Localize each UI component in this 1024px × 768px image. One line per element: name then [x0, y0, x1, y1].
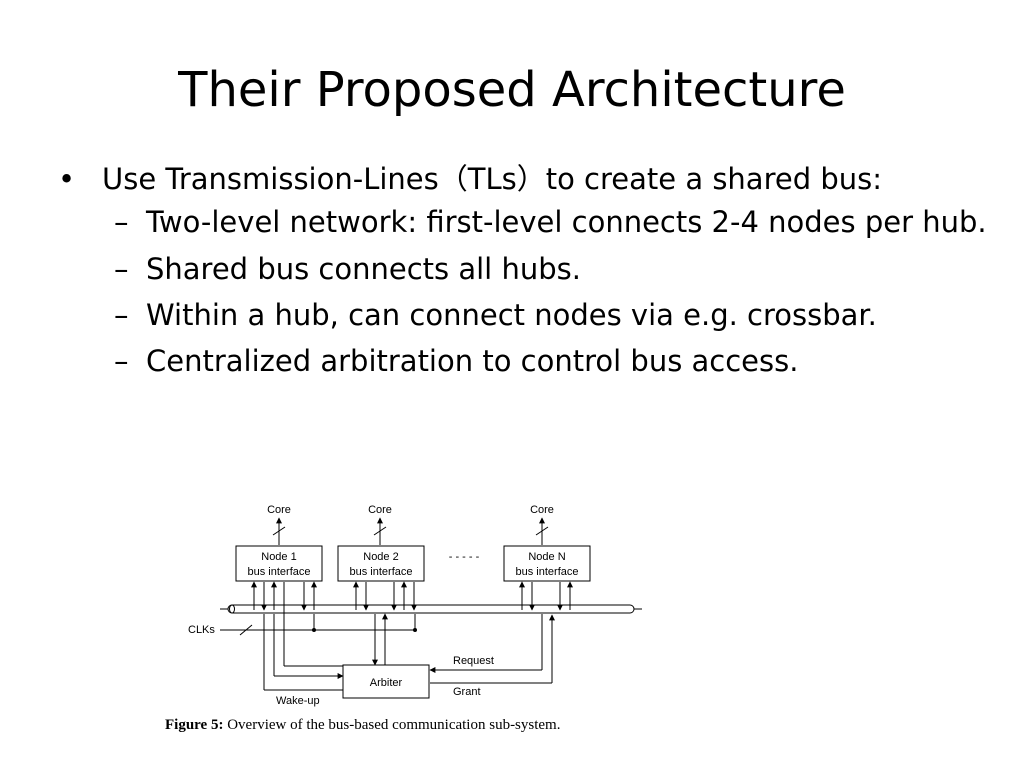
- sub-bullet: – Within a hub, can connect nodes via e.…: [114, 298, 998, 333]
- bullet-main-text: Use Transmission-Lines（TLs）to create a s…: [102, 162, 882, 196]
- figure-caption: Figure 5: Overview of the bus-based comm…: [165, 716, 665, 734]
- bullet-list: • Use Transmission-Lines（TLs）to create a…: [58, 162, 998, 392]
- sub-bullet-marker: –: [114, 251, 129, 286]
- grant-label: Grant: [453, 686, 481, 698]
- request-label: Request: [453, 655, 494, 667]
- core-slash-2: [373, 526, 387, 536]
- slide-title: Their Proposed Architecture: [178, 62, 846, 118]
- node-sublabel: bus interface: [350, 566, 413, 578]
- core-label: Core: [530, 504, 554, 516]
- clk-junction-dot: [413, 628, 417, 632]
- node-box-2: [337, 545, 425, 582]
- sub-bullet: – Shared bus connects all hubs.: [114, 251, 998, 286]
- node-ellipsis: - - - - -: [449, 551, 480, 563]
- node-box-1: [235, 545, 323, 582]
- sub-bullet-marker: –: [114, 205, 129, 240]
- arbiter-label: Arbiter: [370, 677, 403, 689]
- sub-bullet-marker: –: [114, 298, 129, 333]
- node-sublabel: bus interface: [248, 566, 311, 578]
- sub-bullet-list: – Two-level network: first-level connect…: [114, 205, 998, 379]
- shared-bus: [227, 604, 635, 614]
- sub-bullet-text: Two-level network: first-level connects …: [146, 205, 987, 240]
- sub-bullet-text: Within a hub, can connect nodes via e.g.…: [146, 298, 877, 333]
- core-label: Core: [368, 504, 392, 516]
- bus-architecture-figure: Core Core Core Node 1 bus interface Node…: [160, 498, 660, 760]
- node-label: Node 2: [363, 551, 398, 563]
- wakeup-label: Wake-up: [276, 695, 320, 707]
- arbiter-box: [342, 664, 430, 699]
- sub-bullet: – Two-level network: first-level connect…: [114, 205, 998, 240]
- sub-bullet-marker: –: [114, 344, 129, 379]
- bullet-marker: •: [58, 162, 76, 196]
- clk-junction-dot: [312, 628, 316, 632]
- node-label: Node N: [528, 551, 565, 563]
- caption-label: Figure 5:: [165, 717, 224, 733]
- caption-text: Overview of the bus-based communication …: [227, 717, 561, 733]
- node-sublabel: bus interface: [516, 566, 579, 578]
- clk-slash: [239, 624, 253, 636]
- clks-label: CLKs: [188, 624, 215, 636]
- bullet-main: • Use Transmission-Lines（TLs）to create a…: [58, 162, 998, 196]
- core-label: Core: [267, 504, 291, 516]
- sub-bullet-text: Centralized arbitration to control bus a…: [146, 344, 799, 379]
- core-slash-1: [272, 526, 286, 536]
- core-slash-n: [535, 526, 549, 536]
- sub-bullet: – Centralized arbitration to control bus…: [114, 344, 998, 379]
- sub-bullet-text: Shared bus connects all hubs.: [146, 251, 581, 286]
- node-box-n: [503, 545, 591, 582]
- node-label: Node 1: [261, 551, 296, 563]
- bus-diagram: Core Core Core Node 1 bus interface Node…: [188, 504, 642, 707]
- bus-end-left: [229, 604, 235, 614]
